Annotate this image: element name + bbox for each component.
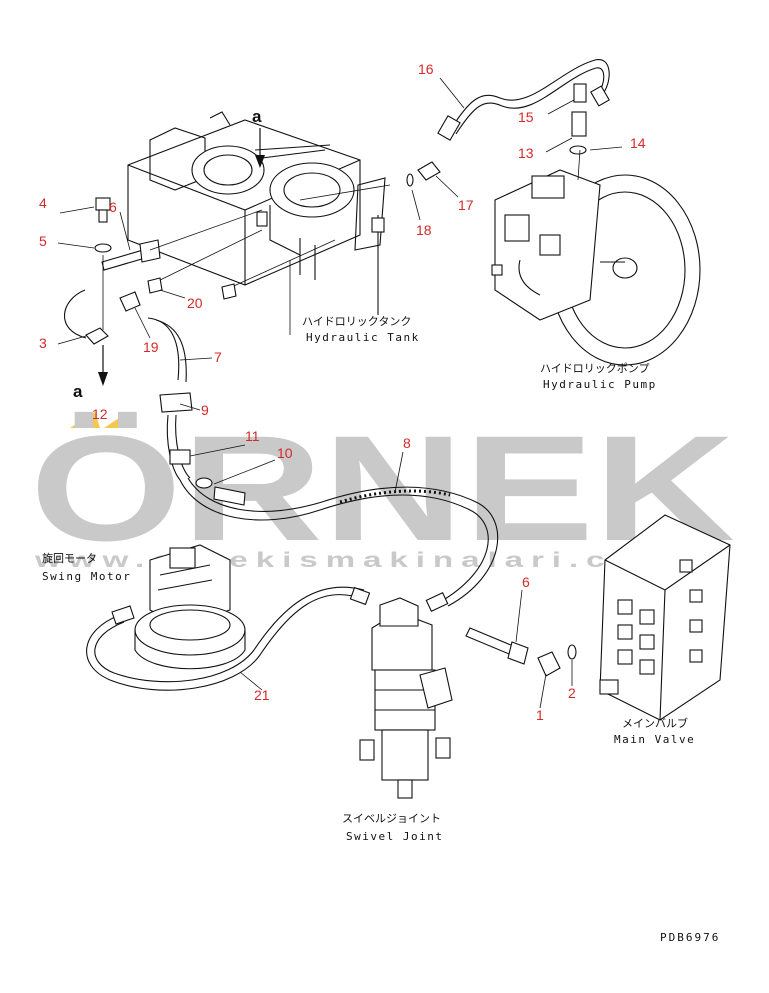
callout-14: 14 xyxy=(630,135,646,151)
watermark-accent-2 xyxy=(104,412,133,428)
hydraulic-pump-jp-label: ハイドロリックポンプ xyxy=(540,362,649,375)
hydraulic-tank-jp-label: ハイドロリックタンク xyxy=(302,315,411,328)
callout-2: 2 xyxy=(568,685,576,701)
hydraulic-pump xyxy=(491,169,701,366)
callout-3: 3 xyxy=(39,335,47,351)
callout-6-lower: 6 xyxy=(522,574,530,590)
main-valve xyxy=(599,514,731,721)
callout-16: 16 xyxy=(418,61,434,77)
callout-15: 15 xyxy=(518,109,534,125)
oring-part-18 xyxy=(406,173,414,187)
callout-19: 19 xyxy=(143,339,159,355)
drawing-code: PDB6976 xyxy=(660,931,720,944)
elbow-part-19 xyxy=(119,291,141,312)
callout-13: 13 xyxy=(518,145,534,161)
view-arrow-upper xyxy=(255,128,265,168)
bolt-part-4 xyxy=(95,197,111,223)
callout-8: 8 xyxy=(403,435,411,451)
callouts: 1 2 3 4 5 6 6 7 8 9 10 11 12 13 14 15 16… xyxy=(39,61,646,723)
callout-6-upper: 6 xyxy=(109,199,117,215)
callout-5: 5 xyxy=(39,233,47,249)
washer-part-5 xyxy=(94,243,112,253)
callout-4: 4 xyxy=(39,195,47,211)
view-label-lower: a xyxy=(73,382,83,401)
callout-10: 10 xyxy=(277,445,293,461)
callout-18: 18 xyxy=(416,222,432,238)
hose-part-7 xyxy=(147,317,180,381)
fitting-part-13 xyxy=(571,111,587,137)
swivel-joint-en-label: Swivel Joint xyxy=(346,830,443,843)
elbow-part-1 xyxy=(537,651,561,677)
leader-lines xyxy=(57,77,623,709)
main-valve-en-label: Main Valve xyxy=(614,733,695,746)
washer-part-10 xyxy=(195,477,213,489)
view-label-upper: a xyxy=(252,107,262,126)
hydraulic-tank-en-label: Hydraulic Tank xyxy=(306,331,420,344)
swing-motor-jp-label: 旋回モータ xyxy=(42,551,97,565)
hose-part-8 xyxy=(179,477,499,612)
clamp-part-9-12 xyxy=(159,392,193,413)
swing-motor xyxy=(111,544,246,670)
swivel-joint-jp-label: スイベルジョイント xyxy=(342,812,441,825)
clamp-part-3 xyxy=(85,327,109,345)
clamp-part-11 xyxy=(169,449,191,465)
fitting-part-17 xyxy=(417,161,441,181)
bolt-part-10 xyxy=(213,486,246,506)
hydraulic-tank xyxy=(127,111,386,335)
callout-9: 9 xyxy=(201,402,209,418)
oring-part-14 xyxy=(569,145,587,155)
view-arrow-lower xyxy=(98,345,108,386)
callout-20: 20 xyxy=(187,295,203,311)
hose-part-21 xyxy=(86,586,371,691)
swivel-joint xyxy=(359,597,453,799)
tube-part-16 xyxy=(437,59,610,141)
hydraulic-pump-en-label: Hydraulic Pump xyxy=(543,378,657,391)
callout-21: 21 xyxy=(254,687,270,703)
oring-part-2 xyxy=(567,644,577,660)
callout-12: 12 xyxy=(92,406,108,422)
main-valve-jp-label: メインバルブ xyxy=(622,716,688,730)
bolt-part-6-upper xyxy=(101,209,263,271)
fitting-part-15 xyxy=(573,83,587,103)
callout-17: 17 xyxy=(458,197,474,213)
watermark-accent-1 xyxy=(70,412,100,428)
callout-1: 1 xyxy=(536,707,544,723)
callout-11: 11 xyxy=(245,428,260,444)
bolt-part-6-lower xyxy=(465,627,529,665)
component-labels: ハイドロリックタンク Hydraulic Tank ハイドロリックポンプ Hyd… xyxy=(42,315,695,843)
hose-loop xyxy=(63,289,87,339)
swing-motor-en-label: Swing Motor xyxy=(42,570,131,583)
callout-7: 7 xyxy=(214,349,222,365)
